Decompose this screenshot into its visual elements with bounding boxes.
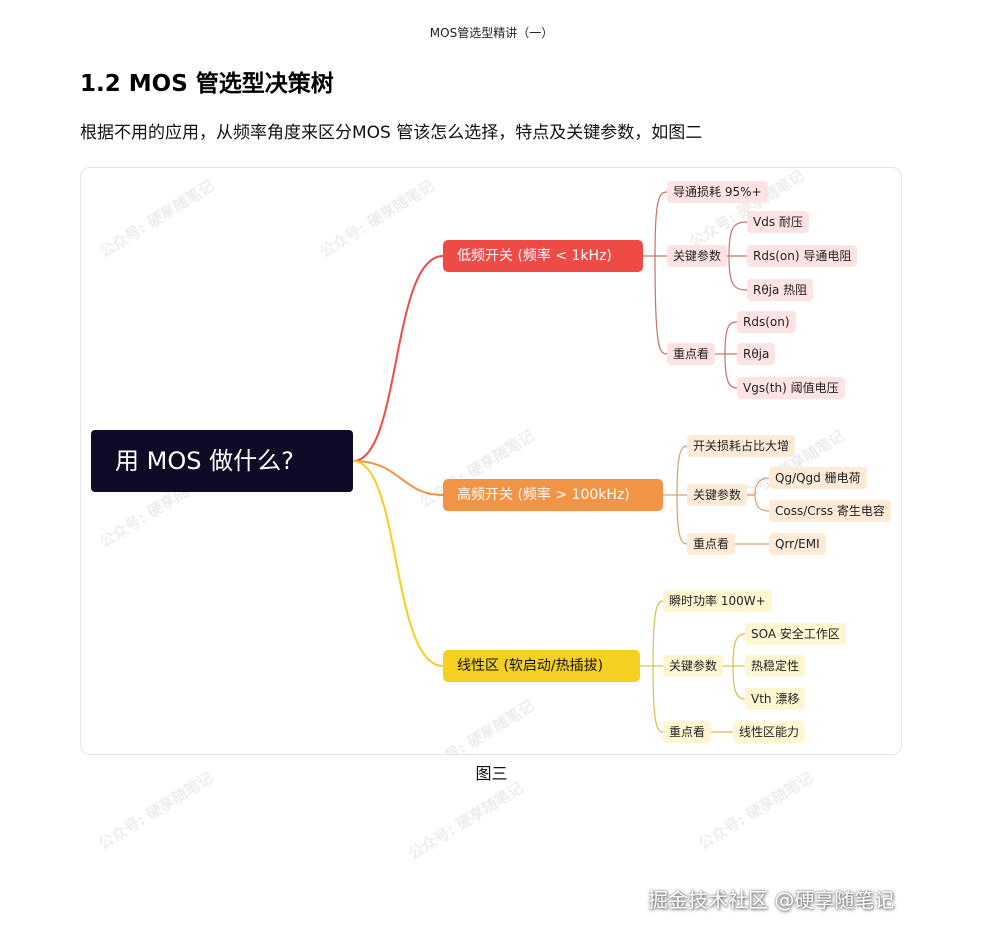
high-focus-qrr: Qrr/EMI (769, 533, 826, 555)
high-params-label: 关键参数 (687, 484, 748, 506)
connector-low-loss (654, 191, 668, 257)
connector-low-p1 (728, 221, 748, 257)
linear-instant-power: 瞬时功率 100W+ (663, 590, 772, 612)
footer-watermark: 掘金技术社区 @硬享随笔记 (648, 888, 895, 912)
connector-linear-p3 (732, 665, 746, 700)
low-focus-vgsth: Vgs(th) 阈值电压 (737, 377, 845, 399)
figure-caption: 图三 (475, 764, 508, 783)
low-conduction-loss: 导通损耗 95%+ (667, 181, 768, 203)
connector-root-high (352, 460, 444, 496)
connector-low-f1 (724, 321, 738, 355)
connector-low-f3 (724, 353, 738, 389)
linear-param-vth: Vth 漂移 (745, 688, 806, 710)
low-param-rdson: Rds(on) 导通电阻 (747, 245, 858, 267)
connector-high-p1 (754, 477, 770, 496)
linear-focus-label: 重点看 (663, 721, 712, 743)
branch-low-frequency: 低频开关 (频率 < 1kHz) (443, 240, 643, 272)
high-switching-loss: 开关损耗占比大增 (687, 435, 796, 457)
linear-params-label: 关键参数 (663, 655, 724, 677)
branch-linear-region: 线性区 (软启动/热插拔) (443, 650, 640, 682)
section-heading: 1.2 MOS 管选型决策树 (80, 71, 334, 97)
connector-linear-p1 (732, 633, 746, 667)
connector-linear-power (652, 600, 664, 667)
low-param-rthja: Rθja 热阻 (747, 279, 814, 301)
connector-low-focus (654, 255, 668, 355)
linear-param-soa: SOA 安全工作区 (745, 623, 846, 645)
low-params-label: 关键参数 (667, 245, 728, 267)
low-param-vds: Vds 耐压 (747, 211, 809, 233)
document-header: MOS管选型精讲（一） (429, 26, 554, 40)
low-focus-rdson: Rds(on) (737, 311, 796, 333)
mindmap-root: 用 MOS 做什么? (91, 430, 353, 492)
intro-paragraph: 根据不用的应用，从频率角度来区分MOS 管该怎么选择，特点及关键参数，如图二 (80, 123, 703, 143)
connector-high-p2 (754, 494, 770, 512)
connector-root-linear (352, 460, 444, 667)
high-param-qg: Qg/Qgd 栅电荷 (769, 467, 867, 489)
connector-high-loss (676, 445, 688, 496)
connector-low-p3 (728, 255, 748, 291)
linear-focus-capability: 线性区能力 (733, 721, 806, 743)
branch-high-frequency: 高频开关 (频率 > 100kHz) (443, 479, 663, 511)
connector-root-low (352, 255, 444, 462)
linear-param-thermal: 热稳定性 (745, 655, 806, 677)
connector-linear-focus (652, 665, 664, 733)
watermark: 公众号: 硬享随笔记 (405, 778, 527, 864)
high-param-coss: Coss/Crss 寄生电容 (769, 500, 891, 522)
connector-high-focus (676, 494, 688, 545)
low-focus-rthja: Rθja (737, 343, 776, 365)
mindmap-figure: 公众号: 硬享随笔记 公众号: 硬享随笔记 公众号: 硬享随笔记 公众号: 硬享… (80, 167, 902, 755)
low-focus-label: 重点看 (667, 343, 716, 365)
high-focus-label: 重点看 (687, 533, 736, 555)
